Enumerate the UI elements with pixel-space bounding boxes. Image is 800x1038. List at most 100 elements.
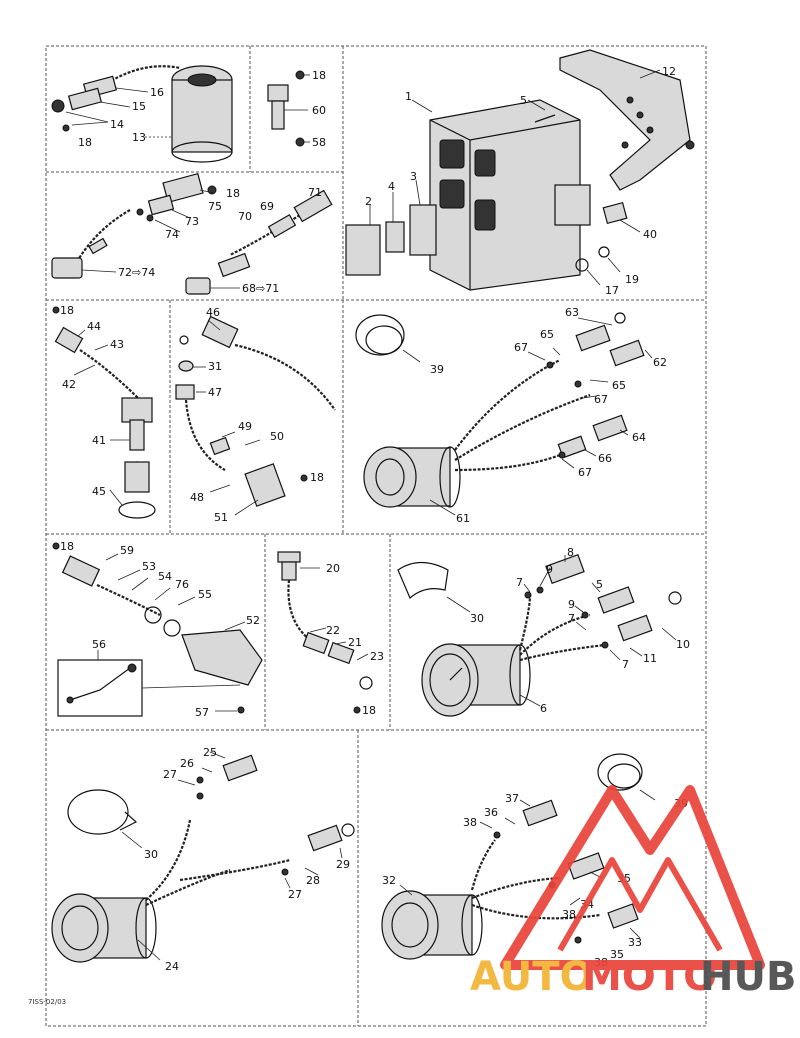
callout-22: 22 [326, 624, 340, 637]
callout-75: 75 [208, 200, 222, 213]
callout-19: 19 [625, 273, 639, 286]
callout-30-b: 30 [144, 848, 158, 861]
callout-62: 62 [653, 356, 667, 369]
callout-26: 26 [180, 757, 194, 770]
panel-f-parts [355, 312, 653, 516]
callout-57: 57 [195, 706, 209, 719]
callout-59: 59 [120, 544, 134, 557]
callout-9-a: 9 [546, 563, 553, 576]
callout-7-c: 7 [622, 658, 629, 671]
callout-35-b: 35 [610, 948, 624, 961]
callout-18-d: 18 [60, 304, 74, 317]
callout-51: 51 [214, 511, 228, 524]
callout-5-b: 5 [596, 578, 603, 591]
callout-65-b: 65 [612, 379, 626, 392]
callout-54: 54 [158, 570, 172, 583]
callout-38-a: 38 [463, 816, 477, 829]
callout-67-c: 67 [578, 466, 592, 479]
callout-76: 76 [175, 578, 189, 591]
callout-1: 1 [405, 90, 412, 103]
callout-65-a: 65 [540, 328, 554, 341]
watermark-logo: AUTO MOTO HUB [470, 785, 796, 1000]
panel-d-parts [52, 306, 156, 519]
callout-18-f: 18 [60, 540, 74, 553]
panel-j-parts [51, 751, 355, 963]
callout-32: 32 [382, 874, 396, 887]
panel-b-parts [51, 172, 333, 295]
callout-50: 50 [270, 430, 284, 443]
callout-20: 20 [326, 562, 340, 575]
callout-68-71: 68⇨71 [242, 282, 279, 295]
callout-60: 60 [312, 104, 326, 117]
callout-43: 43 [110, 338, 124, 351]
callout-74: 74 [165, 228, 179, 241]
callout-4: 4 [388, 180, 395, 193]
panel-a-parts [51, 65, 310, 163]
callout-39-a: 39 [430, 363, 444, 376]
callout-38-b: 38 [562, 908, 576, 921]
callout-25: 25 [203, 746, 217, 759]
callout-44: 44 [87, 320, 101, 333]
callout-58: 58 [312, 136, 326, 149]
panel-k-parts [381, 753, 656, 960]
callout-15: 15 [132, 100, 146, 113]
callout-7-b: 7 [568, 612, 575, 625]
callout-69: 69 [260, 200, 274, 213]
callout-37: 37 [505, 792, 519, 805]
callout-36: 36 [484, 806, 498, 819]
callout-33: 33 [628, 936, 642, 949]
callout-11: 11 [643, 652, 657, 665]
callout-71: 71 [308, 186, 322, 199]
callout-3: 3 [410, 170, 417, 183]
callout-28: 28 [306, 874, 320, 887]
watermark-auto: AUTO [470, 954, 594, 1000]
callout-24: 24 [165, 960, 179, 973]
callout-18-e: 18 [310, 471, 324, 484]
callout-5: 5 [520, 94, 527, 107]
callout-66: 66 [598, 452, 612, 465]
callout-18-b: 18 [312, 69, 326, 82]
callout-23: 23 [370, 650, 384, 663]
callout-29: 29 [336, 858, 350, 871]
callout-67-a: 67 [514, 341, 528, 354]
callout-labels: 1 2 3 4 5 12 13 14 15 16 18 18 60 58 18 … [60, 65, 690, 973]
callout-18-a: 18 [78, 136, 92, 149]
callout-53: 53 [142, 560, 156, 573]
callout-67-b: 67 [594, 393, 608, 406]
callout-18-c: 18 [226, 187, 240, 200]
callout-63: 63 [565, 306, 579, 319]
callout-27-b: 27 [288, 888, 302, 901]
callout-7-a: 7 [516, 576, 523, 589]
callout-64: 64 [632, 431, 646, 444]
callout-9-b: 9 [568, 598, 575, 611]
callout-41: 41 [92, 434, 106, 447]
callout-17: 17 [605, 284, 619, 297]
callout-49: 49 [238, 420, 252, 433]
callout-10: 10 [676, 638, 690, 651]
callout-6: 6 [540, 702, 547, 715]
panel-c-parts [345, 49, 695, 291]
callout-16: 16 [150, 86, 164, 99]
callout-30-a: 30 [470, 612, 484, 625]
callout-55: 55 [198, 588, 212, 601]
panel-frames [45, 45, 707, 1027]
callout-2: 2 [365, 195, 372, 208]
callout-21: 21 [348, 636, 362, 649]
callout-14: 14 [110, 118, 124, 131]
callout-31: 31 [208, 360, 222, 373]
panel-i-parts [397, 553, 682, 717]
footer-code: 7ISS-02/03 [28, 998, 66, 1006]
panel-g-parts [52, 542, 263, 717]
callout-13: 13 [132, 131, 146, 144]
callout-18-g: 18 [362, 704, 376, 717]
callout-45: 45 [92, 485, 106, 498]
callout-72-74: 72⇨74 [118, 266, 155, 279]
callout-56: 56 [92, 638, 106, 651]
callout-42: 42 [62, 378, 76, 391]
callout-8: 8 [567, 546, 574, 559]
callout-46: 46 [206, 306, 220, 319]
callout-70: 70 [238, 210, 252, 223]
panel-h-parts [277, 551, 373, 714]
callout-47: 47 [208, 386, 222, 399]
